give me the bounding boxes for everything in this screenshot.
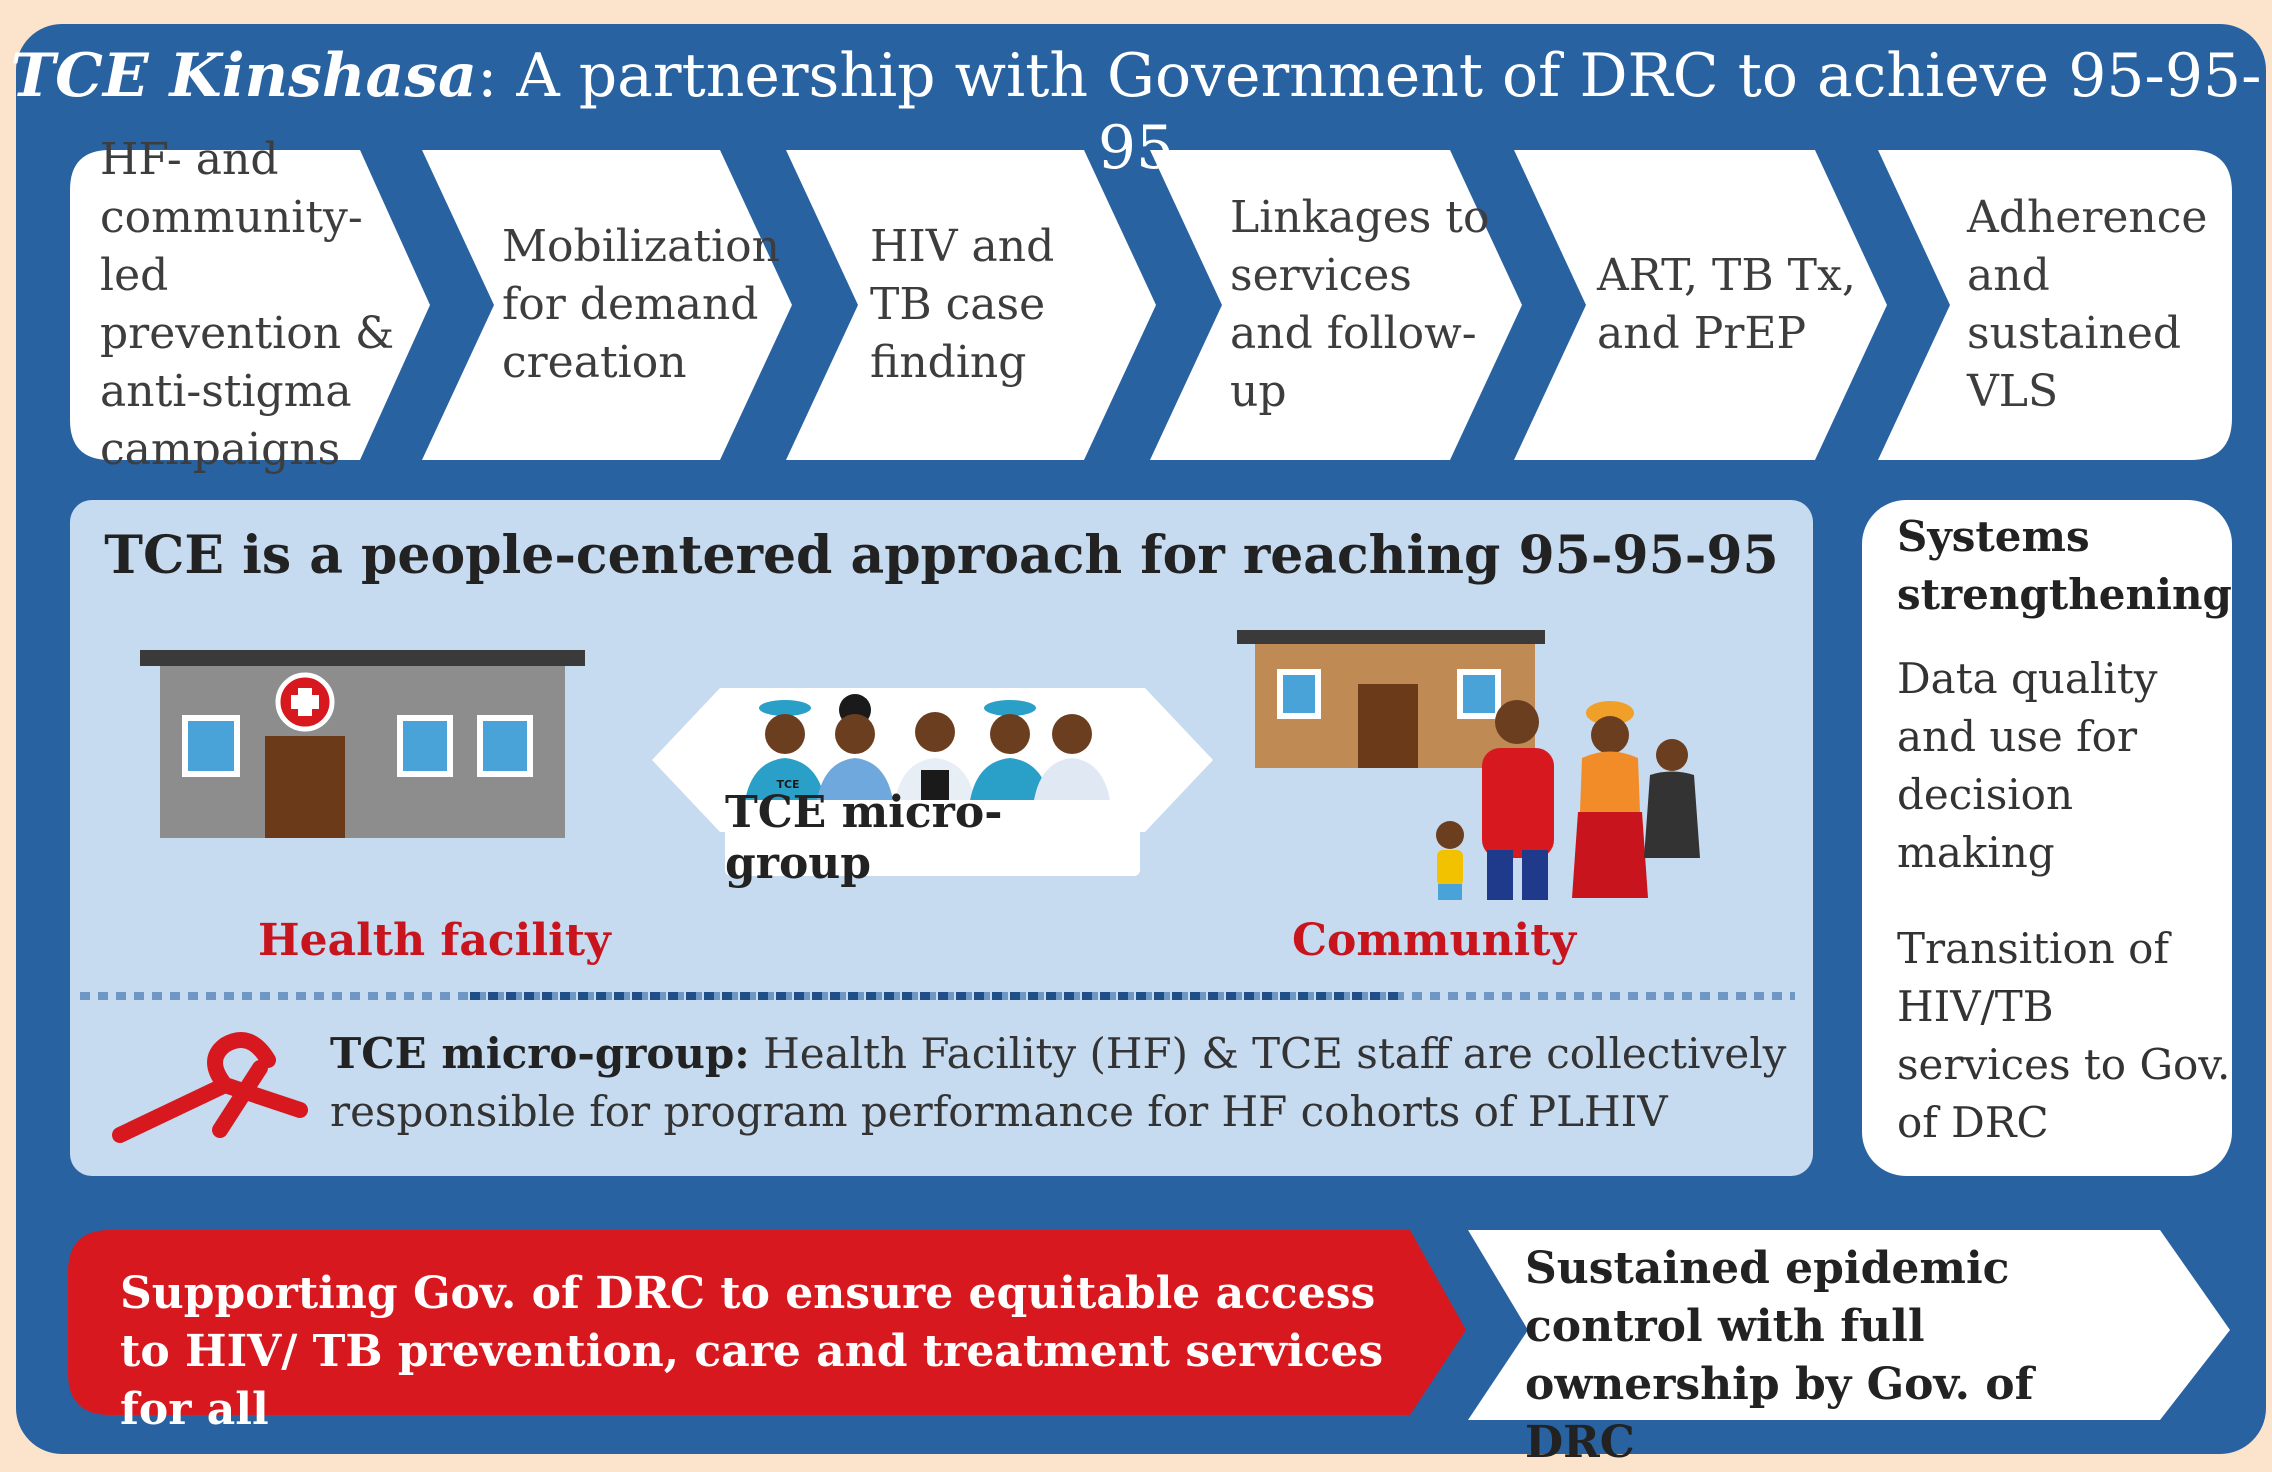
- cascade-step-5: ART, TB Tx, and PrEP: [1597, 250, 1856, 359]
- cascade-step-2: Mobilization for demand creation: [502, 221, 780, 388]
- approach-title: TCE is a people-centered approach for re…: [104, 525, 1779, 586]
- health-facility-label: Health facility: [258, 915, 611, 966]
- cascade-step-1: HF- and community-led prevention & anti-…: [100, 134, 395, 475]
- support-statement: Supporting Gov. of DRC to ensure equitab…: [120, 1268, 1384, 1435]
- cascade-step-4: Linkages to services and follow-up: [1230, 192, 1490, 417]
- family-illustration: [1436, 700, 1700, 900]
- bottom-white-arrow: [1468, 1230, 2230, 1420]
- community-label: Community: [1292, 915, 1577, 966]
- title-emphasis: TCE Kinshasa: [10, 41, 478, 111]
- page-title: TCE Kinshasa: A partnership with Governm…: [0, 40, 2272, 184]
- systems-item-data-quality: Data quality and use for decision making: [1897, 654, 2158, 877]
- cascade-chevrons: [70, 150, 2232, 460]
- bottom-red-arrow: [68, 1230, 1466, 1415]
- micro-group-note: TCE micro-group: Health Facility (HF) & …: [330, 1025, 1790, 1141]
- cascade-shape-6: [1878, 150, 2232, 460]
- cascade-step-6: Adherence and sustained VLS: [1967, 192, 2208, 417]
- cascade-shape-4: [1150, 150, 1522, 460]
- systems-item-transition: Transition of HIV/TB services to Gov. of…: [1897, 924, 2231, 1147]
- title-rest: : A partnership with Government of DRC t…: [477, 41, 2262, 183]
- micro-group-label: TCE micro-group: [725, 787, 1140, 889]
- micro-group-note-head: TCE micro-group:: [330, 1029, 750, 1078]
- systems-title: Systems strengthening: [1897, 512, 2232, 619]
- cascade-step-3: HIV and TB case finding: [870, 221, 1055, 388]
- micro-group-note-body: Health Facility (HF) & TCE staff are col…: [330, 1029, 1787, 1136]
- health-facility-illustration: [140, 650, 585, 838]
- cascade-shape-2: [422, 150, 792, 460]
- cascade-shape-1: [70, 150, 430, 460]
- cascade-shape-5: [1514, 150, 1887, 460]
- cascade-shape-3: [786, 150, 1156, 460]
- systems-box: [1862, 500, 2232, 1176]
- red-ribbon-icon: [112, 1032, 308, 1143]
- outcome-statement: Sustained epidemic control with full own…: [1525, 1243, 2034, 1468]
- community-house-illustration: [1237, 630, 1545, 768]
- staff-badge: TCE: [776, 778, 799, 791]
